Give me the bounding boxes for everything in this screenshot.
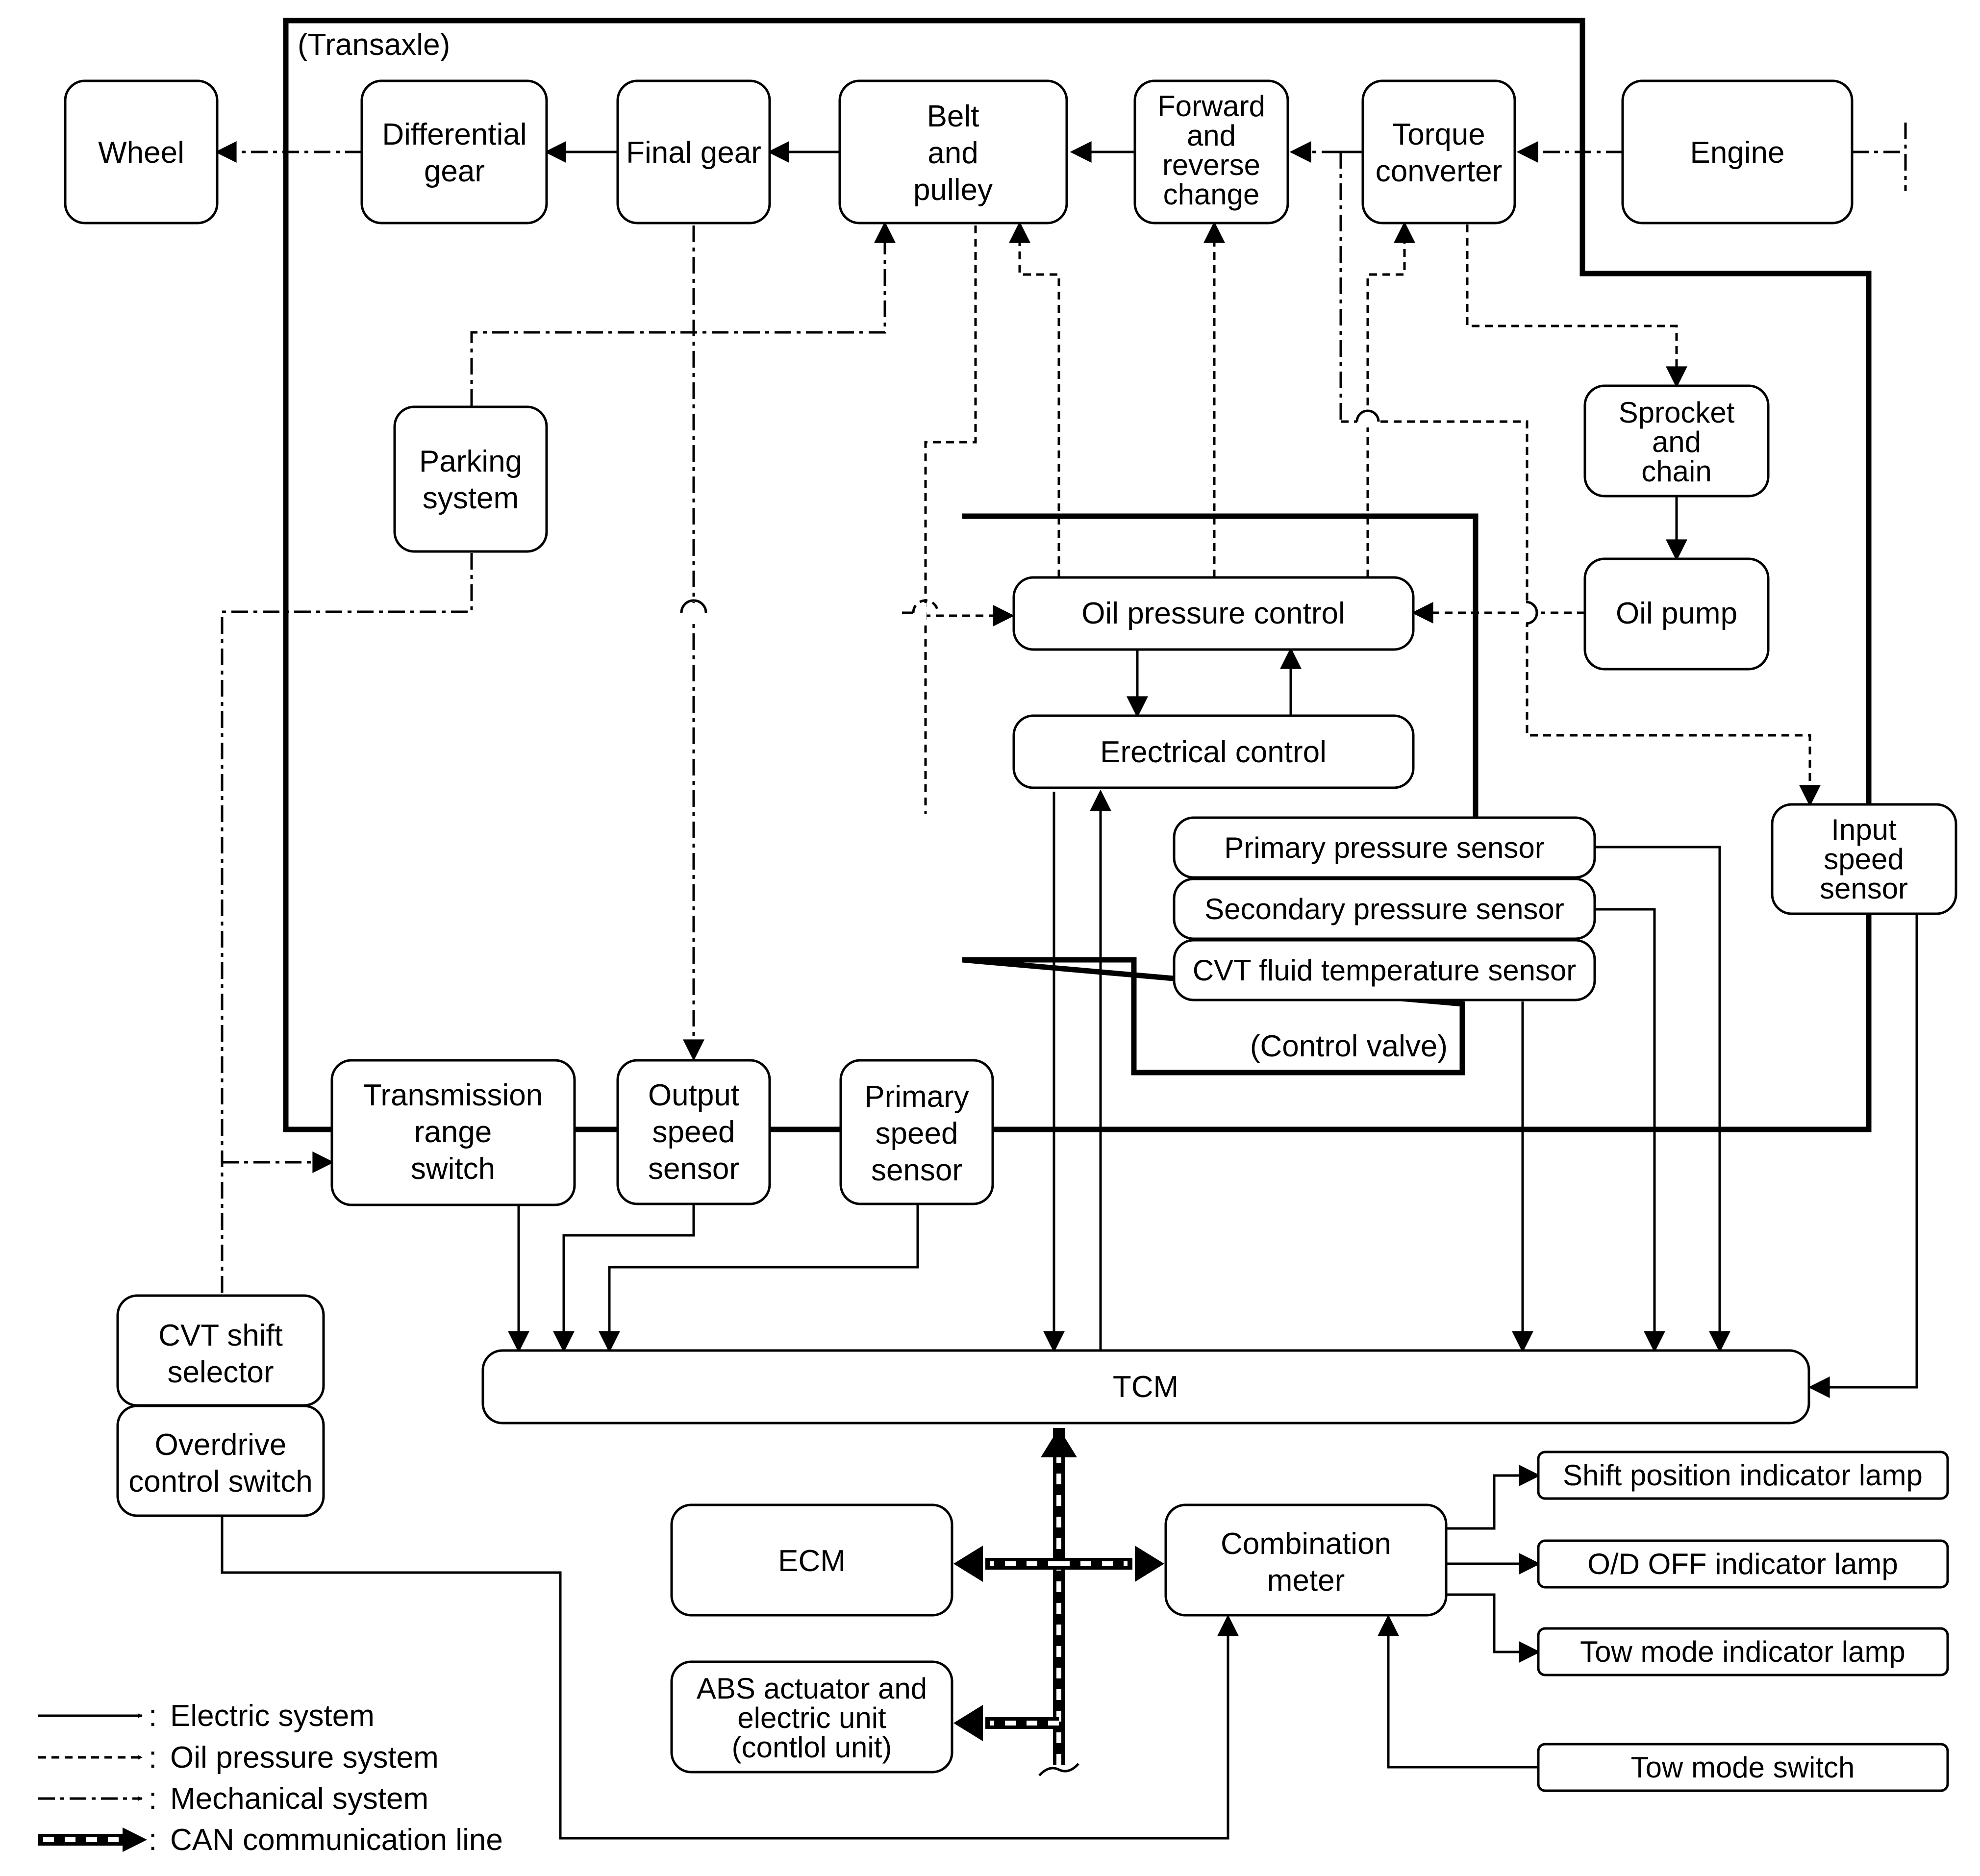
svg-text:Mechanical system: Mechanical system bbox=[170, 1782, 428, 1816]
block-wheel: Wheel bbox=[64, 79, 219, 225]
transaxle-frame bbox=[283, 18, 1872, 1132]
mechanical-lines bbox=[215, 123, 1907, 1299]
svg-text:Oil pump: Oil pump bbox=[1616, 597, 1737, 630]
electric-lines bbox=[221, 496, 1918, 1840]
svg-text:Tow mode switch: Tow mode switch bbox=[1631, 1751, 1855, 1784]
svg-text:Engine: Engine bbox=[1690, 136, 1784, 170]
can-bus bbox=[953, 1428, 1164, 1776]
block-engine: Engine bbox=[1621, 79, 1854, 225]
svg-text:Tow mode indicator lamp: Tow mode indicator lamp bbox=[1580, 1635, 1905, 1668]
svg-text:Erectrical control: Erectrical control bbox=[1100, 735, 1327, 769]
svg-text:O/D OFF indicator lamp: O/D OFF indicator lamp bbox=[1587, 1548, 1898, 1580]
svg-text::: : bbox=[149, 1741, 157, 1775]
svg-text:Oil pressure control: Oil pressure control bbox=[1081, 597, 1345, 630]
block-cvt-fluid-temperature-sensor: CVT fluid temperature sensor bbox=[1173, 939, 1596, 1001]
block-tow-mode-indicator-lamp: Tow mode indicator lamp bbox=[1537, 1627, 1949, 1676]
svg-text:Primary pressure sensor: Primary pressure sensor bbox=[1224, 831, 1545, 864]
legend-oil-pressure: : Oil pressure system bbox=[38, 1741, 439, 1775]
svg-text:Secondary pressure sensor: Secondary pressure sensor bbox=[1204, 893, 1564, 925]
control-valve-frame bbox=[962, 513, 1479, 1076]
svg-text:CVT fluid temperature sensor: CVT fluid temperature sensor bbox=[1193, 954, 1577, 987]
svg-text::: : bbox=[149, 1823, 157, 1857]
svg-text:TCM: TCM bbox=[1113, 1370, 1178, 1404]
svg-text:Oil pressure system: Oil pressure system bbox=[170, 1741, 439, 1775]
block-tcm: TCM bbox=[481, 1349, 1810, 1425]
svg-text:Final gear: Final gear bbox=[626, 136, 761, 170]
crossing-hops bbox=[680, 409, 1541, 625]
block-shift-position-indicator-lamp: Shift position indicator lamp bbox=[1537, 1451, 1949, 1500]
block-ecm: ECM bbox=[670, 1503, 953, 1617]
legend-electric: : Electric system bbox=[38, 1699, 375, 1733]
block-oil-pump: Oil pump bbox=[1583, 557, 1770, 671]
svg-text::: : bbox=[149, 1699, 157, 1733]
svg-text:Shift position indicator lamp: Shift position indicator lamp bbox=[1563, 1459, 1923, 1492]
block-electrical-control: Erectrical control bbox=[1012, 714, 1415, 789]
svg-text::: : bbox=[149, 1782, 157, 1816]
block-primary-pressure-sensor: Primary pressure sensor bbox=[1173, 816, 1596, 879]
block-final-gear: Final gear bbox=[616, 79, 771, 225]
svg-text:CAN communication line: CAN communication line bbox=[170, 1823, 503, 1857]
svg-text:Electric system: Electric system bbox=[170, 1699, 375, 1733]
block-secondary-pressure-sensor: Secondary pressure sensor bbox=[1173, 877, 1596, 940]
legend: : Electric system : Oil pressure system … bbox=[38, 1699, 503, 1857]
block-od-off-indicator-lamp: O/D OFF indicator lamp bbox=[1537, 1539, 1949, 1589]
legend-can: : CAN communication line bbox=[38, 1823, 503, 1857]
block-tow-mode-switch: Tow mode switch bbox=[1537, 1743, 1949, 1792]
transaxle-label: (Transaxle) bbox=[298, 28, 450, 62]
svg-text:Wheel: Wheel bbox=[98, 136, 184, 170]
legend-mechanical: : Mechanical system bbox=[38, 1782, 428, 1816]
svg-text:ECM: ECM bbox=[778, 1544, 846, 1578]
block-oil-pressure-control: Oil pressure control bbox=[1012, 576, 1415, 651]
control-valve-label: (Control valve) bbox=[1250, 1029, 1448, 1063]
